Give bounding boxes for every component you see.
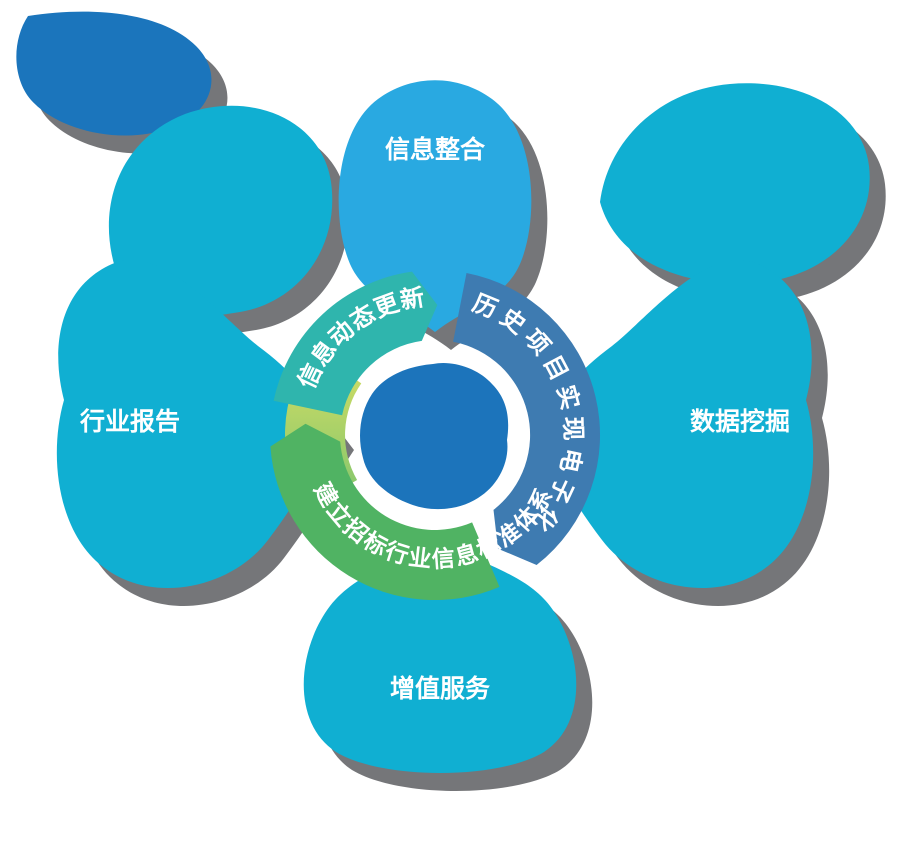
lobe-upper-right	[600, 83, 870, 284]
ring-segment-upper-left	[273, 271, 438, 416]
center-blob	[360, 362, 509, 510]
ring-segment-bottom	[270, 423, 500, 601]
petal-right-label: 数据挖掘	[690, 407, 790, 436]
petal-bottom-label: 增值服务	[390, 674, 490, 703]
petal-top-label: 信息整合	[385, 135, 486, 164]
ring-segment-upper-right	[453, 273, 601, 565]
cycle-ring	[270, 271, 601, 601]
petal-left-label: 行业报告	[79, 408, 180, 436]
